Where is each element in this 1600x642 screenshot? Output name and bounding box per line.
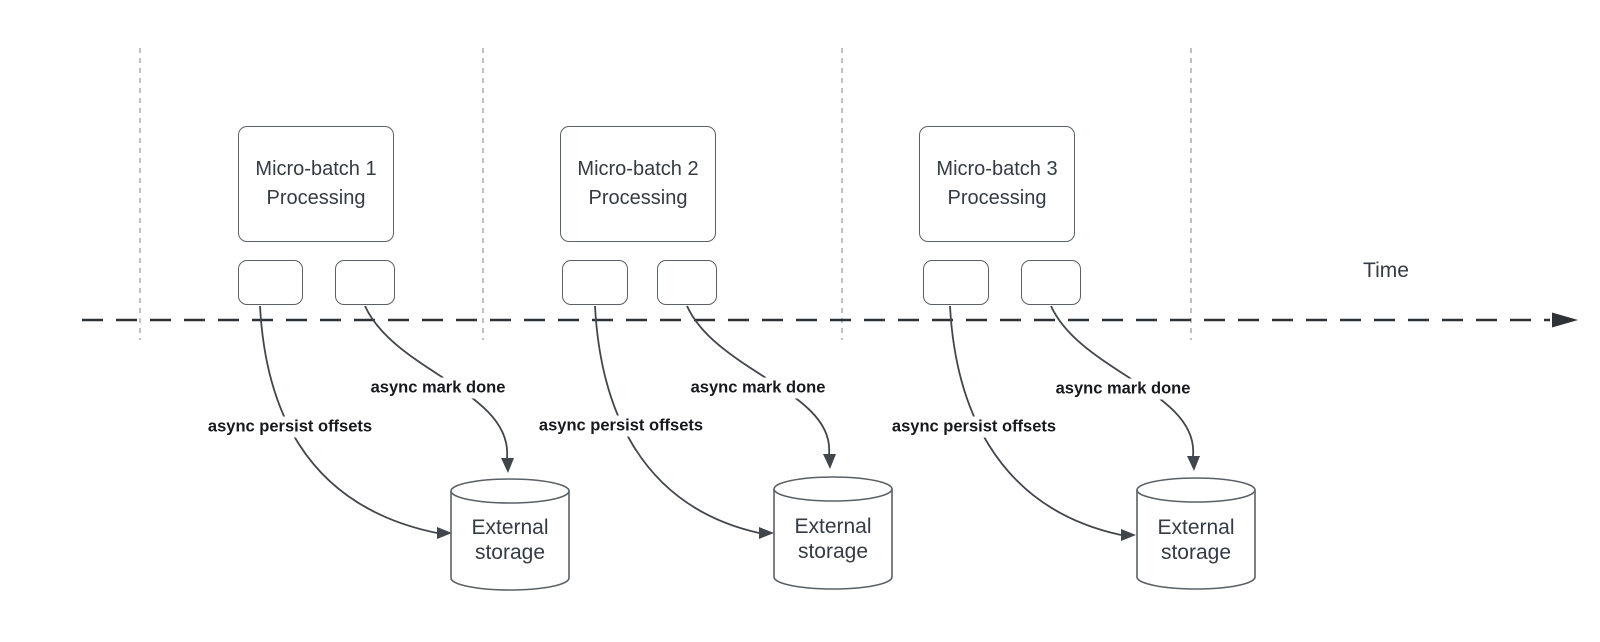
mark-done-arrowhead-3 <box>1187 456 1200 471</box>
task-box-1-right <box>335 260 395 305</box>
mark-done-label-3: async mark done <box>1051 378 1195 400</box>
persist-offsets-arrow-2 <box>594 305 760 534</box>
mark-done-arrowhead-1 <box>501 458 514 473</box>
task-box-2-right <box>657 260 717 305</box>
persist-offsets-arrowhead-1 <box>437 527 452 539</box>
processing-box-3-label: Micro-batch 3 Processing <box>936 158 1058 209</box>
task-box-3-left <box>923 260 989 305</box>
time-axis <box>82 312 1578 328</box>
persist-offsets-arrowhead-2 <box>759 527 774 539</box>
processing-box-1-label: Micro-batch 1 Processing <box>255 158 377 209</box>
mark-done-arrowhead-2 <box>823 454 836 469</box>
persist-offsets-label-1: async persist offsets <box>203 416 377 438</box>
storage-label-1: External storage <box>471 516 549 564</box>
storage-label-2: External storage <box>794 515 872 563</box>
persist-offsets-arrowhead-3 <box>1121 529 1136 541</box>
persist-offsets-arrow-3 <box>949 305 1122 536</box>
storage-cylinder-3 <box>1136 477 1256 590</box>
storage-label-3: External storage <box>1157 516 1235 564</box>
storage-cylinders <box>450 476 1256 591</box>
mark-done-label-1: async mark done <box>366 377 510 399</box>
time-axis-arrowhead-icon <box>1552 312 1578 328</box>
persist-offsets-label-2: async persist offsets <box>534 415 708 437</box>
async-arrowheads <box>437 454 1200 541</box>
persist-offsets-label-3: async persist offsets <box>887 416 1061 438</box>
time-axis-label: Time <box>1363 259 1409 282</box>
task-box-3-right <box>1021 260 1081 305</box>
storage-cylinder-1 <box>450 478 570 591</box>
processing-box-2: Micro-batch 2 Processing <box>560 126 716 242</box>
storage-cylinder-2 <box>773 476 893 590</box>
persist-offsets-arrow-1 <box>259 305 438 534</box>
task-box-2-left <box>562 260 628 305</box>
task-box-1-left <box>238 260 303 305</box>
processing-box-2-label: Micro-batch 2 Processing <box>577 158 699 209</box>
processing-box-3: Micro-batch 3 Processing <box>919 126 1075 242</box>
processing-box-1: Micro-batch 1 Processing <box>238 126 394 242</box>
mark-done-label-2: async mark done <box>686 377 830 399</box>
guide-lines <box>139 48 1192 340</box>
